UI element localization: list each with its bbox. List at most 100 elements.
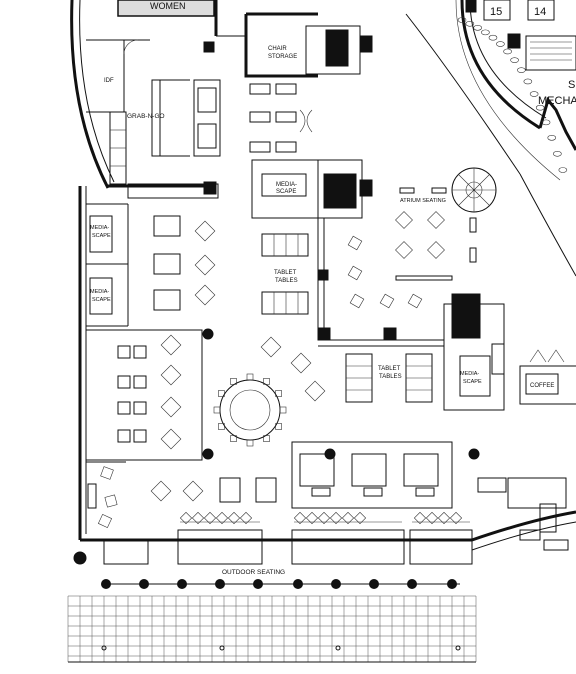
paving-marker <box>455 645 461 651</box>
outdoor-column <box>407 579 417 589</box>
atrium-seat <box>553 150 562 157</box>
outdoor-column <box>369 579 379 589</box>
paving-marker <box>101 645 107 651</box>
cafe-tables-top <box>249 83 313 153</box>
outdoor-column <box>331 579 341 589</box>
women-label: WOMEN <box>150 1 186 11</box>
atrium-seat <box>547 134 557 141</box>
atrium-seat <box>457 17 467 23</box>
inner-partition <box>317 218 444 347</box>
left-lower-furniture <box>86 461 126 529</box>
media-scape-right: MEDIA- SCAPE <box>443 293 505 411</box>
atrium-seat <box>503 48 512 55</box>
media-scape-left1-label-2: SCAPE <box>92 233 111 239</box>
atrium-seat <box>488 34 498 41</box>
outdoor-column <box>215 579 225 589</box>
atrium-seat <box>558 167 568 173</box>
atrium-seat <box>523 78 533 85</box>
bench-seat <box>353 511 367 525</box>
atrium-seat <box>473 24 482 31</box>
round-table-chair <box>230 378 237 385</box>
tablet-tables-center-label-2: TABLES <box>275 278 298 284</box>
idf-room: IDF <box>86 39 217 195</box>
outdoor-area: OUTDOOR SEATING <box>67 569 477 663</box>
mechanical-label: MECHA <box>538 95 576 107</box>
media-scape-left2-label-2: SCAPE <box>92 297 111 303</box>
round-table-chair <box>263 378 270 385</box>
atrium-seat <box>496 41 505 47</box>
bench-seat <box>191 511 205 525</box>
bench-seat <box>437 511 451 525</box>
round-table-chair <box>213 406 221 414</box>
outdoor-column <box>253 579 263 589</box>
women-room: WOMEN <box>117 0 215 17</box>
media-scape-right-label-1: MEDIA- <box>460 371 479 377</box>
bench-seat <box>413 511 427 525</box>
atrium-seat <box>517 67 526 73</box>
round-table-chair <box>218 423 225 430</box>
bench-seat <box>239 511 253 525</box>
bench-seat <box>179 511 193 525</box>
bench-seat <box>203 511 217 525</box>
round-table-chair <box>263 435 270 442</box>
atrium-seat <box>465 20 475 27</box>
coffee-label: COFFEE <box>530 383 554 389</box>
seat-number-15: 15 <box>490 6 502 18</box>
bench-seat <box>449 511 463 525</box>
atrium-seat <box>529 91 539 97</box>
center-lounge <box>291 441 453 509</box>
round-table-chair <box>275 390 282 397</box>
tablet-tables-center: TABLET TABLES <box>261 233 309 315</box>
round-table-chair <box>218 390 225 397</box>
atrium-seat <box>510 57 519 63</box>
left-lounge <box>85 329 203 461</box>
mechanical-s-label: S <box>568 79 575 91</box>
round-table-chair <box>275 423 282 430</box>
tablet-tables-right: TABLET TABLES <box>345 353 433 403</box>
media-scape-top-label-1: MEDIA- <box>276 182 297 188</box>
outdoor-column <box>293 579 303 589</box>
grab-n-go-label: GRAB-N-GO <box>127 113 165 120</box>
paving-marker <box>335 645 341 651</box>
chair-storage-label-2: STORAGE <box>268 54 297 60</box>
grab-n-go-area: GRAB-N-GO <box>109 79 221 199</box>
bench-seat <box>227 511 241 525</box>
media-scape-left2-label-1: MEDIA- <box>90 289 109 295</box>
bench-seat <box>293 511 307 525</box>
media-scape-top: MEDIA- SCAPE <box>251 159 373 219</box>
outdoor-column <box>447 579 457 589</box>
bench-seat <box>425 511 439 525</box>
seat-number-14: 14 <box>534 6 546 18</box>
atrium-seating-label: ATRIUM SEATING <box>400 198 446 204</box>
round-table-chair <box>279 406 287 414</box>
media-scape-left1-label-1: MEDIA- <box>90 225 109 231</box>
numbered-seats: 15 14 S MECHA <box>465 0 576 107</box>
atrium-ring <box>405 0 576 277</box>
outdoor-seating-label: OUTDOOR SEATING <box>222 569 285 576</box>
atrium-seat <box>535 104 545 111</box>
media-scape-top-label-2: SCAPE <box>276 189 296 195</box>
structural-columns <box>73 328 480 565</box>
exterior-walls <box>70 0 472 542</box>
center-diamond-tables <box>150 336 326 503</box>
atrium-seat <box>481 29 490 36</box>
left-table-grid <box>153 215 216 311</box>
round-table-chair <box>246 439 254 447</box>
tablet-tables-right-label-1: TABLET <box>378 366 401 372</box>
tablet-tables-center-label-1: TABLET <box>274 270 297 276</box>
bench-seat <box>305 511 319 525</box>
atrium-seat <box>541 119 551 126</box>
bench-seat <box>329 511 343 525</box>
bench-seat <box>317 511 331 525</box>
outdoor-column <box>101 579 111 589</box>
media-scape-right-label-2: SCAPE <box>463 379 482 385</box>
idf-label: IDF <box>104 78 114 84</box>
bench-seat <box>341 511 355 525</box>
chair-storage-room: CHAIR STORAGE <box>244 12 373 78</box>
chair-storage-label-1: CHAIR <box>268 46 287 52</box>
media-scape-left-rooms: MEDIA- SCAPE MEDIA- SCAPE <box>86 203 129 327</box>
bench-seat <box>215 511 229 525</box>
outdoor-column <box>177 579 187 589</box>
outdoor-column <box>139 579 149 589</box>
